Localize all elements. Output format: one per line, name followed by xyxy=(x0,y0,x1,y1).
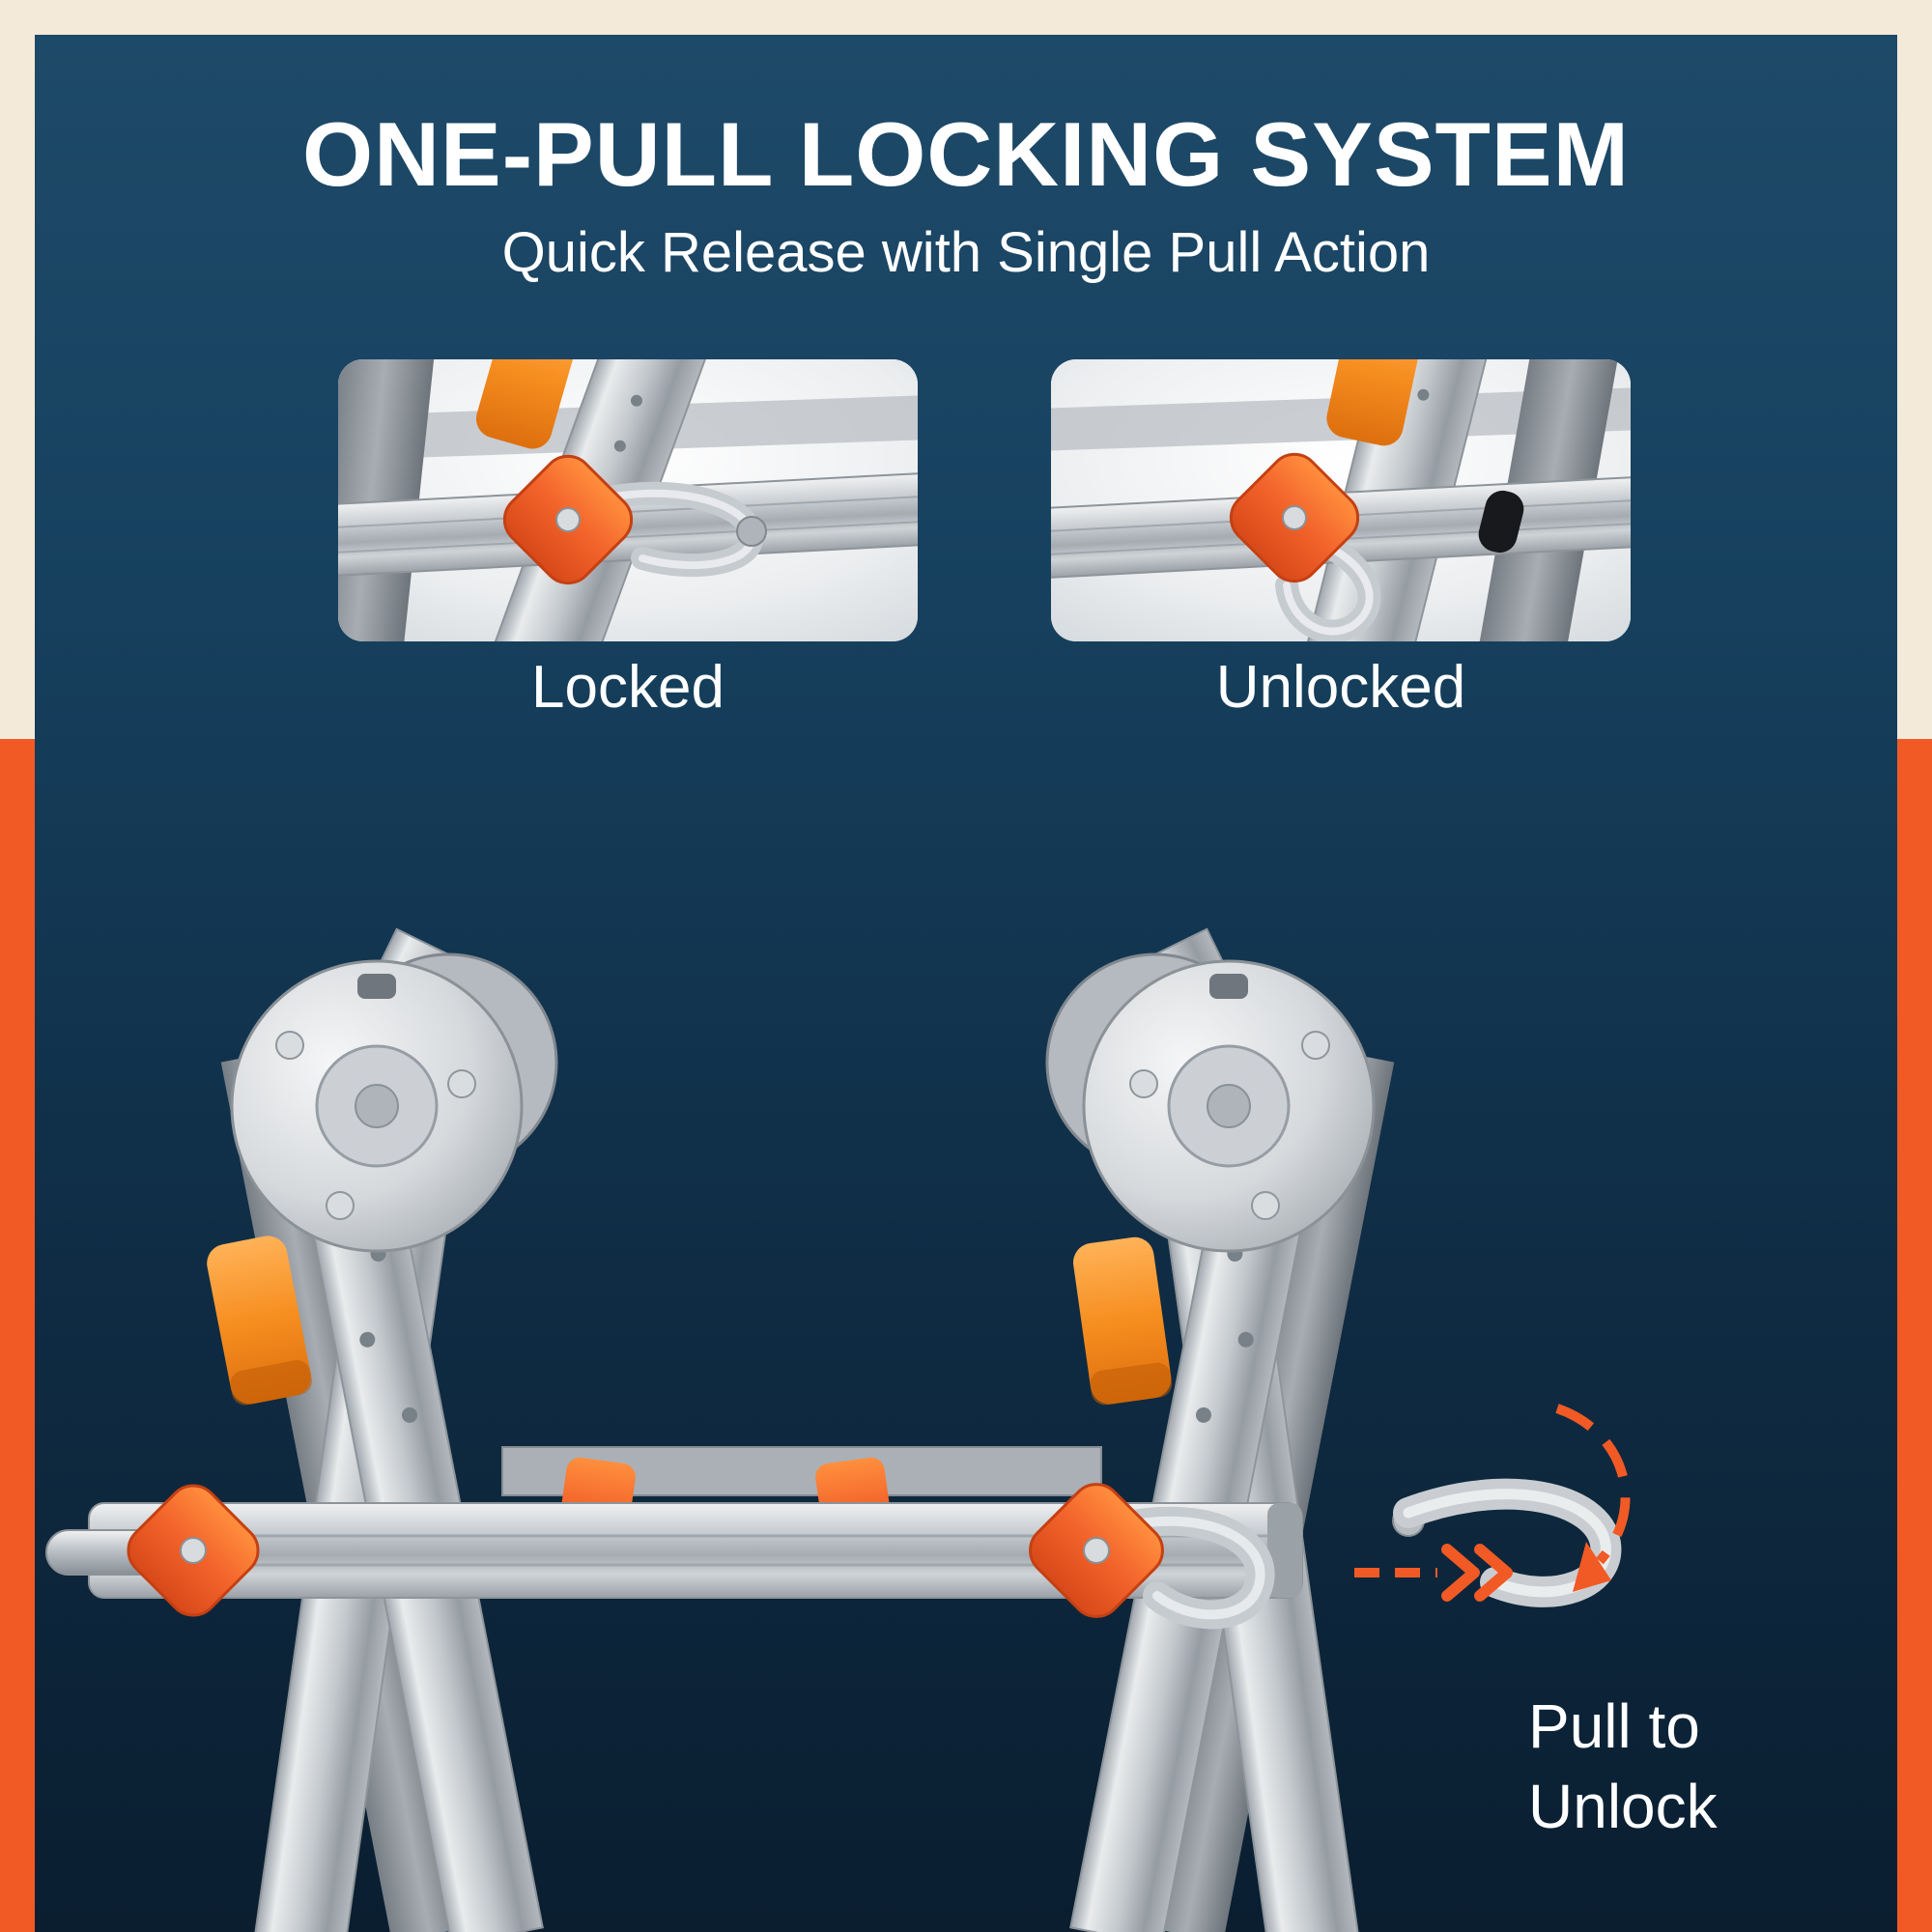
left-knob-screw xyxy=(180,1537,207,1564)
pin-highlight xyxy=(1283,537,1374,636)
pull-dashed-arrow-icon xyxy=(1354,1544,1513,1602)
pull-to-unlock-note: Pull to Unlock xyxy=(1528,1687,1718,1847)
subheadline: Quick Release with Single Pull Action xyxy=(501,221,1431,284)
annotated-pull-highlight xyxy=(1403,1489,1611,1598)
right-lock-clip xyxy=(1072,1236,1173,1406)
unlocked-caption: Unlocked xyxy=(1215,654,1466,721)
right-hinge-disc xyxy=(1082,959,1376,1253)
amber-clip xyxy=(1326,359,1426,446)
pin-hole xyxy=(1478,490,1524,554)
pin-nut xyxy=(736,516,767,547)
pull-note-line2: Unlock xyxy=(1528,1772,1718,1842)
rotate-curved-arrow-icon xyxy=(1555,1404,1631,1592)
locked-closeup-image xyxy=(338,359,918,641)
right-pull-highlight xyxy=(1118,1516,1265,1620)
headline: ONE-PULL LOCKING SYSTEM xyxy=(302,103,1630,205)
unlocked-closeup-photo xyxy=(1051,359,1631,641)
locked-closeup-photo xyxy=(338,359,918,641)
right-knob-screw xyxy=(1083,1537,1110,1564)
locked-caption: Locked xyxy=(531,654,724,721)
unlocked-closeup-image xyxy=(1051,359,1631,641)
left-hinge-disc xyxy=(230,959,524,1253)
amber-clip xyxy=(475,359,582,449)
pull-note-line1: Pull to xyxy=(1528,1691,1700,1761)
knob-screw xyxy=(555,507,581,532)
knob-screw xyxy=(1282,505,1307,530)
left-lock-clip xyxy=(207,1236,312,1406)
